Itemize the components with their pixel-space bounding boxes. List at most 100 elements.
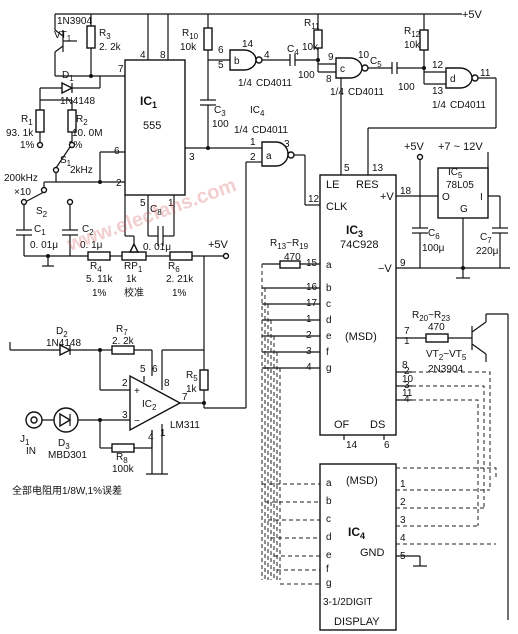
r8-value: 100k [112, 464, 135, 475]
ic3-pin11: 11 [402, 388, 413, 399]
gate-d-pin11: 11 [480, 68, 491, 79]
ic3-segment-inputs: 15 16 17 1 2 3 4 a b c d e f g [300, 258, 332, 374]
ic4-pin2: 2 [400, 497, 406, 508]
c7-value: 220μ [476, 246, 499, 257]
r13-label: R13~R19 [270, 238, 309, 251]
ic2-pin7: 7 [182, 392, 188, 403]
r6-tolerance: 1% [172, 288, 187, 299]
drv-pin1: 1 [404, 336, 410, 347]
s2-label: S2 [36, 206, 48, 219]
ic4-display: (MSD) IC4 GND 3-1/2DIGIT DISPLAY a b c d… [319, 463, 496, 631]
c1-value: 0. 01μ [30, 240, 58, 251]
divider-chain: +5V R4 5. 11k 1% RP1 1k 校准 R6 2. 21k 1% [24, 195, 230, 299]
r4-tolerance: 1% [92, 288, 107, 299]
switch-s2: 200kHz ×10 S2 [4, 173, 74, 219]
ic4-seg-g: g [326, 578, 332, 589]
gate-b-part: CD4011 [256, 78, 292, 89]
ic2-label: IC2 [142, 399, 157, 412]
ic3-seg-a: a [326, 260, 332, 271]
x10-label: ×10 [14, 187, 31, 198]
r13-value: 470 [284, 252, 301, 263]
ic4-seg-a: a [326, 478, 332, 489]
ic2-minus: − [134, 416, 140, 427]
ic5-gnd: G [460, 204, 468, 215]
gate-d-pin12: 12 [432, 60, 444, 71]
freq-2k-label: 2kHz [70, 165, 93, 176]
resistor-r2: R2 10. 0M 1% [40, 99, 103, 151]
r2-value: 10. 0M [72, 128, 103, 139]
drv-pin3: 3 [404, 380, 410, 391]
nand-gate-a: IC4 1/4 CD4011 a 1 2 3 [204, 105, 320, 409]
drv-pin4: 4 [404, 394, 410, 405]
c5-label: C5 [370, 56, 382, 69]
c8-label: C8 [150, 204, 162, 217]
ic1-pin8: 8 [160, 50, 166, 61]
ic4-seg-e: e [326, 550, 332, 561]
ic1-pin3: 3 [189, 152, 195, 163]
clk-label: CLK [326, 201, 348, 213]
ic4-seg-f: f [326, 564, 329, 575]
gate-c-pin9: 9 [328, 52, 334, 63]
ic3-label: IC3 [346, 223, 363, 239]
d3-label: D3 [58, 438, 70, 451]
ic3-part: 74C928 [340, 239, 379, 251]
gate-d-part: CD4011 [450, 100, 486, 111]
ic2-pin6: 6 [152, 364, 158, 375]
r20-label: R20~R23 [412, 310, 451, 323]
rp1-note: 校准 [124, 286, 144, 299]
d2-part: 1N4148 [46, 338, 81, 349]
ic3-pin18: 18 [400, 186, 412, 197]
d1-label: D1 [62, 70, 74, 83]
diode-d1: D1 1N4148 [40, 70, 101, 107]
r1-value: 93. 1k [6, 128, 34, 139]
r10-label: R10 [182, 28, 199, 41]
plus5-label: +5V [404, 141, 425, 153]
ic1-pin6: 6 [114, 146, 120, 157]
ic5-label: IC5 [448, 167, 463, 180]
ic3-pin6: 6 [384, 440, 390, 451]
ic2-pin5: 5 [140, 364, 146, 375]
r3-value: 2. 2k [99, 42, 122, 53]
ic4-seg-c: c [326, 514, 331, 525]
ic5-in: I [480, 192, 483, 203]
ic3-74c928: LE RES CLK IC3 74C928 +V −V (MSD) OF DS … [308, 163, 420, 451]
switch-s1: S1 2kHz [36, 141, 125, 184]
ic5-part: 78L05 [446, 180, 474, 191]
ic3-pin7: 7 [404, 326, 410, 337]
d3-part: MBD301 [48, 450, 87, 461]
ic4-seg-b: b [326, 496, 332, 507]
ic1-pin4: 4 [140, 50, 146, 61]
ic4-label: IC4 [348, 525, 365, 541]
r1-tolerance: 1% [20, 140, 35, 151]
ic3-pin13: 13 [372, 163, 384, 174]
ic3-msd: (MSD) [345, 331, 377, 343]
gate-b-pin5: 5 [218, 60, 224, 71]
ic3-pin5: 5 [344, 163, 350, 174]
input-stage: D2 1N4148 R7 2. 2k J1 IN D3 MBD301 R8 10… [9, 324, 153, 497]
of-label: OF [334, 419, 350, 431]
gate-b-pin6: 6 [218, 45, 224, 56]
ic2-pin1: 1 [160, 428, 166, 439]
r11-value: 10k [302, 42, 319, 53]
r12-label: R12 [404, 26, 421, 39]
c5-value: 100 [398, 82, 415, 93]
resistor-r12: R12 10k [404, 14, 429, 84]
gate-a-pin1: 1 [250, 137, 256, 148]
gate-b-pin4: 4 [264, 50, 270, 61]
c1-label: C1 [34, 224, 46, 237]
ic4-pin4: 4 [400, 533, 406, 544]
r3-label: R3 [99, 28, 111, 41]
ic2-plus: + [134, 386, 140, 397]
gate-d-pin13: 13 [432, 86, 444, 97]
ic5-out: O [442, 192, 450, 203]
capacitor-c5: C5 100 [370, 56, 424, 93]
r6-value: 2. 21k [166, 274, 194, 285]
ic4-msd: (MSD) [346, 475, 378, 487]
ic4-pin1: 1 [400, 479, 406, 490]
ic3-seg-f: f [326, 347, 329, 358]
vcc-top-label: +5V [462, 9, 483, 21]
nand-gate-c: c 9 8 10 1/4 CD4011 [318, 50, 392, 98]
r7-value: 2. 2k [112, 336, 135, 347]
gate-c-pin10: 10 [358, 50, 370, 61]
